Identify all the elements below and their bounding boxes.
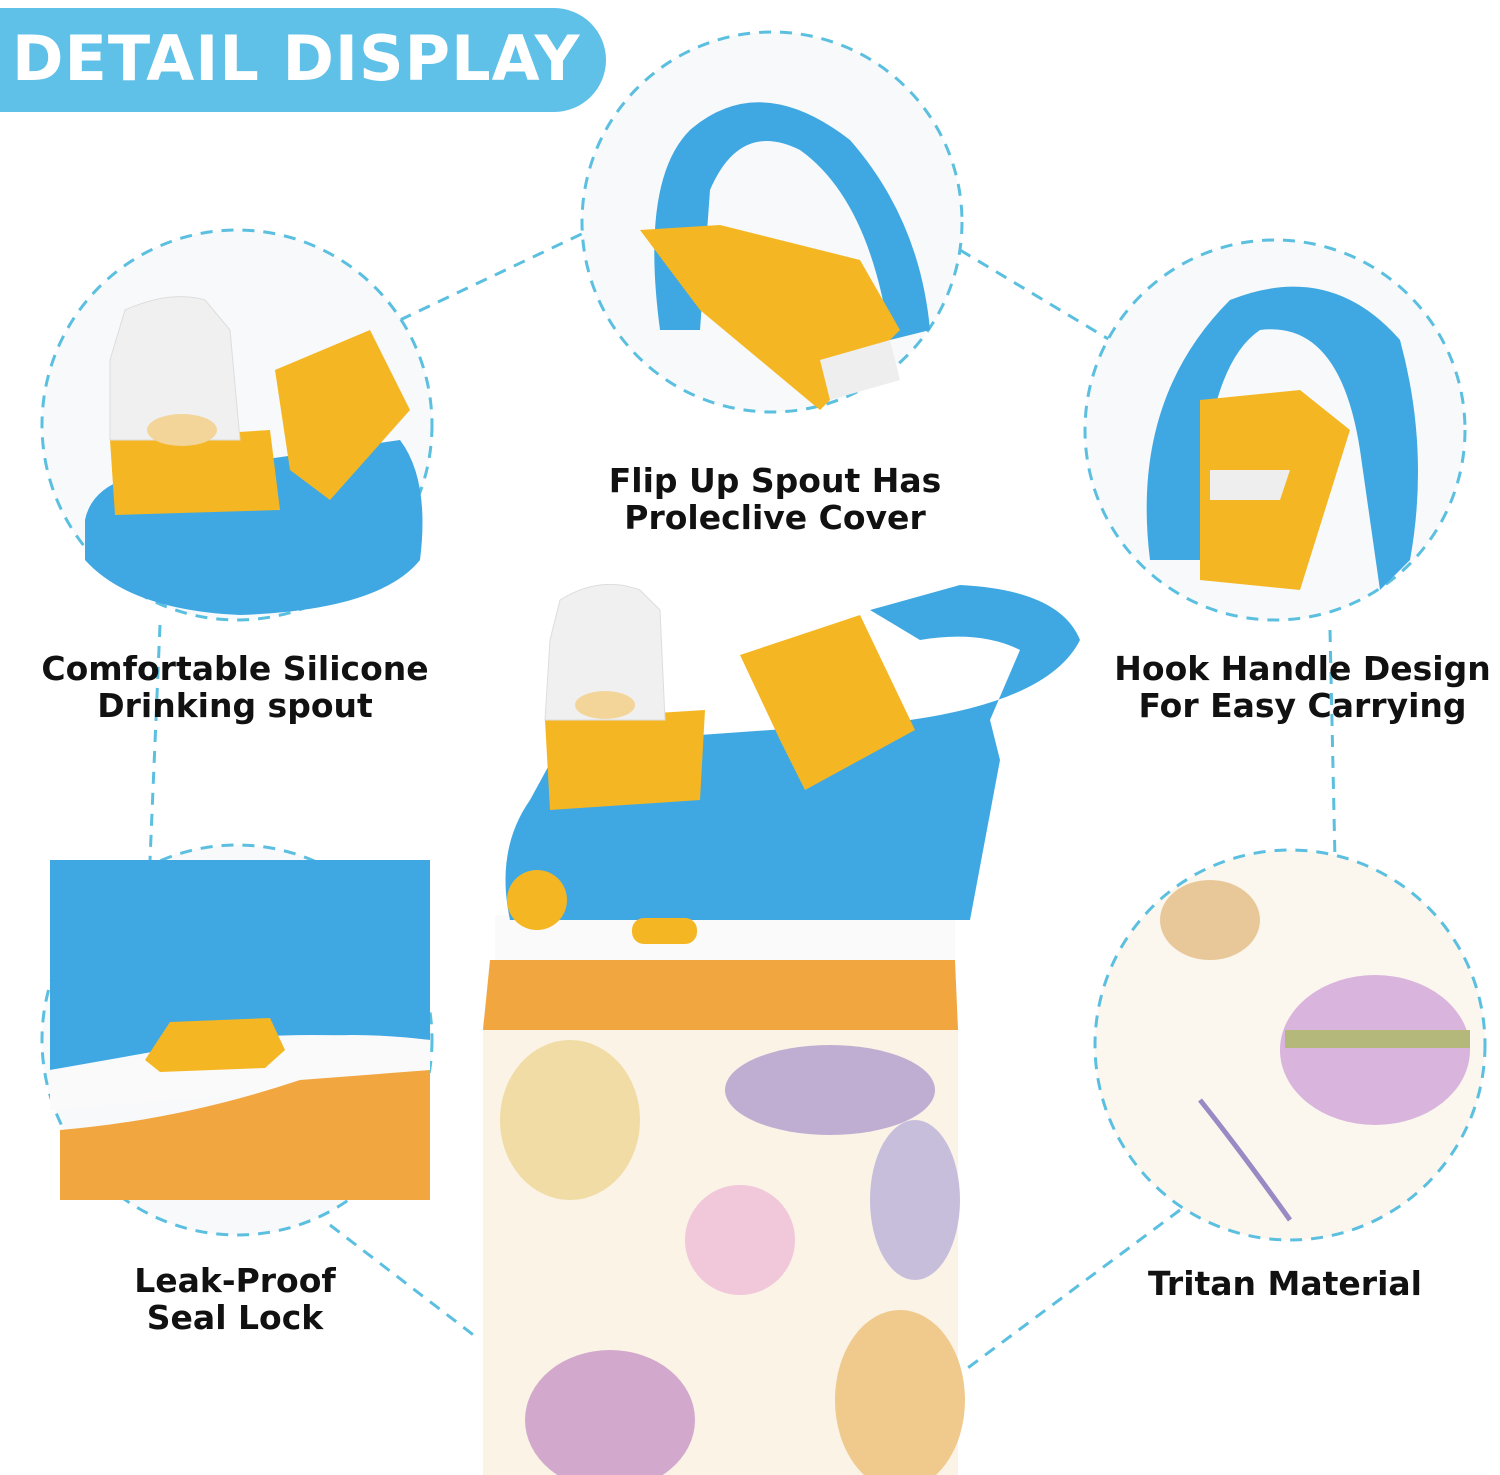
water-bottle — [483, 583, 1080, 1475]
header-banner: DETAIL DISPLAY — [0, 8, 606, 112]
feature-line: Hook Handle Design — [1114, 649, 1491, 688]
feature-line: Leak-Proof — [134, 1261, 336, 1300]
feature-line: Tritan Material — [1148, 1264, 1422, 1303]
feature-line: Drinking spout — [97, 686, 373, 725]
feature-line: Comfortable Silicone — [41, 649, 429, 688]
feature-label-hook-handle: Hook Handle Design For Easy Carrying — [1105, 650, 1500, 724]
hook-handle-detail — [1083, 238, 1467, 622]
flip-spout-detail — [580, 30, 964, 414]
connector-lines — [148, 228, 1337, 1372]
feature-line: For Easy Carrying — [1138, 686, 1467, 725]
tritan-material-detail — [1093, 848, 1487, 1242]
feature-line: Flip Up Spout Has — [608, 461, 942, 500]
feature-label-flip-spout: Flip Up Spout Has Proleclive Cover — [600, 462, 950, 536]
feature-label-seal-lock: Leak-Proof Seal Lock — [80, 1262, 390, 1336]
silicone-spout-detail — [40, 228, 434, 622]
feature-label-silicone-spout: Comfortable Silicone Drinking spout — [30, 650, 440, 724]
feature-label-tritan: Tritan Material — [1130, 1265, 1440, 1302]
feature-line: Seal Lock — [146, 1298, 324, 1337]
feature-line: Proleclive Cover — [624, 498, 926, 537]
page-title: DETAIL DISPLAY — [12, 22, 581, 95]
seal-lock-detail — [40, 843, 434, 1237]
